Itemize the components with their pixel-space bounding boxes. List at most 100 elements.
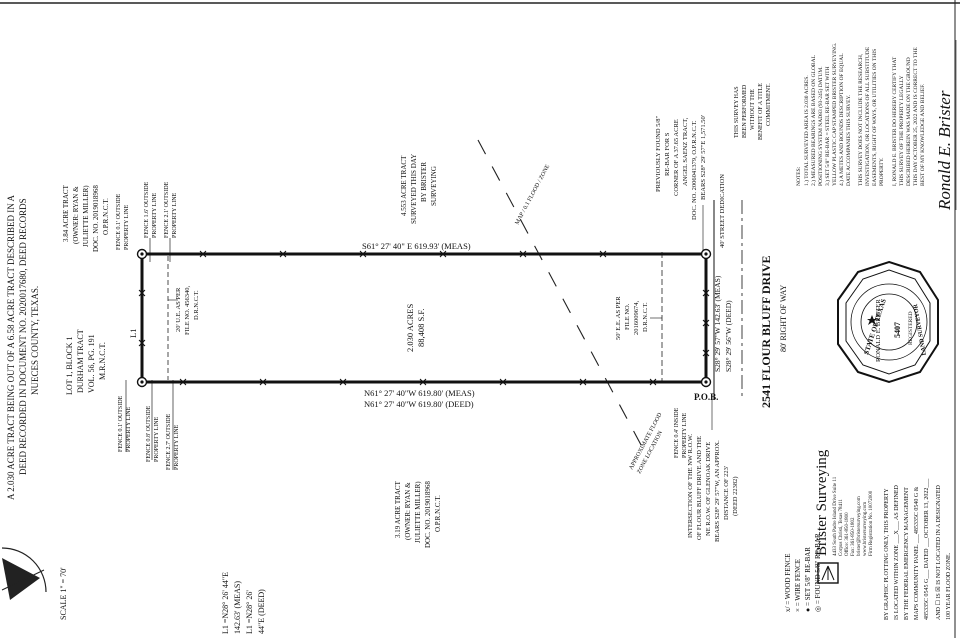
svg-text:DOC. NO. 2019018968: DOC. NO. 2019018968 bbox=[92, 185, 100, 252]
svg-text:DOC. NO. 2006041379, O.P.R.N.C: DOC. NO. 2006041379, O.P.R.N.C.T. bbox=[691, 120, 698, 220]
svg-text:20' U.E. AS PER: 20' U.E. AS PER bbox=[175, 287, 182, 332]
pob-label: P.O.B. bbox=[694, 392, 718, 402]
legend-wood-fence: x/ = WOOD FENCE bbox=[784, 554, 792, 612]
bearing-bottom-deed: N61° 27' 40"W 619.80' (DEED) bbox=[364, 399, 474, 409]
svg-text:(OWNER: RYAN &: (OWNER: RYAN & bbox=[72, 186, 80, 244]
svg-text:BY GRAPHIC PLOTTING ONLY, THIS: BY GRAPHIC PLOTTING ONLY, THIS PROPERTY bbox=[884, 488, 890, 620]
north-tract-label: 3.84 ACRE TRACT (OWNER: RYAN & JULIETTE … bbox=[62, 184, 110, 252]
svg-text:PROPERTY LINE: PROPERTY LINE bbox=[154, 416, 160, 462]
svg-text:PROPERTY LINE: PROPERTY LINE bbox=[174, 424, 180, 470]
map-ref-label: MAP / 0.1 FLOOD / ZONE bbox=[514, 164, 551, 226]
line-table-deed-2: 44"E (DEED) bbox=[257, 589, 266, 634]
surveyor-seal-icon bbox=[837, 260, 939, 384]
svg-text:1.) TOTAL SURVEYED AREA IS 2.0: 1.) TOTAL SURVEYED AREA IS 2.030 ACRES. bbox=[803, 75, 810, 186]
seal-number: 5407 bbox=[893, 322, 902, 338]
svg-text:MAPS COMMUNITY PANEL ___485335: MAPS COMMUNITY PANEL ___485335C 0540 G & bbox=[914, 486, 920, 620]
street-name: 2541 FLOUR BLUFF DRIVE bbox=[759, 255, 773, 408]
svg-text:POSITIONING SYSTEM NAD83 (93-2: POSITIONING SYSTEM NAD83 (93-245) DATUM. bbox=[817, 66, 824, 186]
svg-text:FILE NO.: FILE NO. bbox=[624, 303, 631, 330]
line-table-meas-1: L1 =N28° 26' 44"E bbox=[221, 572, 230, 634]
scale-label: SCALE 1" = 70' bbox=[59, 567, 68, 620]
svg-text:JULIETTE MILLER): JULIETTE MILLER) bbox=[82, 185, 90, 247]
electric-easement-label: 50' E.E. AS PER FILE NO. 2016009674, D.R… bbox=[615, 296, 649, 340]
svg-text:D.R.N.C.T.: D.R.N.C.T. bbox=[193, 290, 200, 320]
seal-registered: REGISTERED bbox=[908, 311, 914, 345]
wire-fence-marks bbox=[138, 250, 710, 386]
svg-text:THIS SURVEY OF THE PROPERTY LE: THIS SURVEY OF THE PROPERTY LEGALLY bbox=[899, 76, 905, 186]
svg-text:brister@bristersurveying.com: brister@bristersurveying.com bbox=[857, 496, 862, 556]
svg-text:PROPERTY.: PROPERTY. bbox=[879, 157, 885, 186]
svg-text:OF FLOUR BLUFF DRIVE AND THE: OF FLOUR BLUFF DRIVE AND THE bbox=[696, 436, 703, 540]
svg-text:PROPERTY LINE: PROPERTY LINE bbox=[124, 204, 130, 250]
svg-text:SURVEYED THIS DAY: SURVEYED THIS DAY bbox=[410, 154, 418, 224]
svg-text:2.) MEASURED BEARINGS ARE BASE: 2.) MEASURED BEARINGS ARE BASED ON GLOBA… bbox=[810, 54, 817, 186]
svg-text:PROPERTY LINE: PROPERTY LINE bbox=[172, 192, 178, 238]
svg-text:EASEMENTS, RIGHT OF WAYS, OR U: EASEMENTS, RIGHT OF WAYS, OR UTILITIES O… bbox=[872, 49, 878, 186]
flood-certification: BY GRAPHIC PLOTTING ONLY, THIS PROPERTY … bbox=[884, 478, 952, 620]
area-sqft: 88,408 S.F. bbox=[416, 308, 426, 347]
svg-text:BY THE FEDERAL EMERGENCY MANAG: BY THE FEDERAL EMERGENCY MANAGEMENT bbox=[904, 487, 910, 620]
fence-lines bbox=[125, 238, 174, 470]
svg-text:BEEN PERFORMED: BEEN PERFORMED bbox=[742, 84, 748, 138]
svg-text:FENCE 0.1' OUTSIDE: FENCE 0.1' OUTSIDE bbox=[116, 193, 122, 250]
svg-text:JULIETTE MILLER): JULIETTE MILLER) bbox=[414, 481, 422, 543]
line-table: L1 =N28° 26' 44"E 142.63' (MEAS) L1 =N28… bbox=[221, 572, 266, 634]
svg-text:BEST OF MY KNOWLEDGE AND BELIE: BEST OF MY KNOWLEDGE AND BELIEF. bbox=[920, 83, 926, 186]
svg-text:D.R.N.C.T.: D.R.N.C.T. bbox=[642, 302, 649, 332]
company-contact: 4433 South Padre Island Drive Suite 11 C… bbox=[833, 476, 874, 556]
svg-text:NE R.O.W. OF GLENOAK DRIVE: NE R.O.W. OF GLENOAK DRIVE bbox=[705, 442, 712, 536]
legend: x/ = WOOD FENCE × = WIRE FENCE ● = SET 5… bbox=[784, 533, 822, 612]
flood-zone-label: APPROXIMATE FLOOD ZONE LOCATION bbox=[628, 411, 664, 474]
svg-text:FENCE 0.1' OUTSIDE: FENCE 0.1' OUTSIDE bbox=[118, 395, 124, 452]
svg-text:(DEED 22382): (DEED 22382) bbox=[732, 476, 739, 516]
surveyor-signature: Ronald E. Brister bbox=[935, 90, 954, 211]
title-line-3: NUECES COUNTY, TEXAS. bbox=[30, 286, 40, 395]
svg-text:FENCE 1.6' OUTSIDE: FENCE 1.6' OUTSIDE bbox=[144, 181, 150, 238]
svg-text:4.) A METES AND BOUNDS DESCRIP: 4.) A METES AND BOUNDS DESCRIPTION OF EQ… bbox=[838, 53, 845, 186]
title-block: A 2.030 ACRE TRACT BEING OUT OF A 6.58 A… bbox=[6, 195, 40, 500]
svg-text:INVESTIGATION, OR LOCATIONS OF: INVESTIGATION, OR LOCATIONS OF ALL SUBST… bbox=[865, 46, 871, 186]
svg-text:O.P.R.N.C.T.: O.P.R.N.C.T. bbox=[102, 198, 110, 235]
svg-text:CORNER OF A 37.65 ACRE: CORNER OF A 37.65 ACRE bbox=[673, 119, 680, 196]
svg-text:PROPERTY LINE: PROPERTY LINE bbox=[126, 406, 132, 452]
svg-text:VOL. 56, PG. 191: VOL. 56, PG. 191 bbox=[87, 334, 96, 393]
svg-text:THIS DAY OCTOBER 25, 2022 AN: THIS DAY OCTOBER 25, 2022 AND IS CORRECT… bbox=[913, 47, 919, 186]
svg-text:INTERSECTION OF THE NW R.O.W.: INTERSECTION OF THE NW R.O.W. bbox=[687, 434, 694, 538]
svg-text:M.R.N.C.T.: M.R.N.C.T. bbox=[98, 342, 107, 380]
survey-notes: NOTES: 1.) TOTAL SURVEYED AREA IS 2.030 … bbox=[796, 42, 926, 186]
svg-text:DURHAM TRACT: DURHAM TRACT bbox=[76, 329, 85, 393]
found-rebar-note: PREVIOUSLY FOUND 5/8" RE-BAR FOR S CORNE… bbox=[655, 115, 707, 220]
svg-text:THIS SURVEY HAS: THIS SURVEY HAS bbox=[734, 86, 740, 138]
svg-text:Firm Registration No. 10072000: Firm Registration No. 10072000 bbox=[869, 490, 874, 556]
north-arrow-icon bbox=[1, 547, 47, 600]
svg-text:FENCE 2.7' OUTSIDE: FENCE 2.7' OUTSIDE bbox=[166, 413, 172, 470]
svg-text:Fax: 361-850-1802: Fax: 361-850-1802 bbox=[851, 517, 856, 556]
svg-text:I, RONALD E. BRISTER DO HEREBY: I, RONALD E. BRISTER DO HEREBY CERTIFY T… bbox=[892, 56, 898, 186]
svg-text:Corpus Christi, Texas 78411: Corpus Christi, Texas 78411 bbox=[839, 499, 844, 556]
svg-text:FENCE 0.4' INSIDE: FENCE 0.4' INSIDE bbox=[674, 407, 680, 458]
legend-wire-fence: × = WIRE FENCE bbox=[794, 559, 802, 612]
svg-text:O.P.R.N.C.T.: O.P.R.N.C.T. bbox=[434, 495, 442, 532]
svg-text:3.84 ACRE TRACT: 3.84 ACRE TRACT bbox=[62, 184, 70, 242]
svg-text:50' E.E. AS PER: 50' E.E. AS PER bbox=[615, 296, 622, 340]
utility-easement-label: 20' U.E. AS PER FILE NO. 456340, D.R.N.C… bbox=[175, 286, 200, 335]
south-tract-label: 3.19 ACRE TRACT (OWNER: RYAN & JULIETTE … bbox=[394, 480, 442, 548]
svg-text:(OWNER: RYAN &: (OWNER: RYAN & bbox=[404, 482, 412, 540]
bearing-right-deed: S28° 29' 56"W (DEED) bbox=[724, 300, 733, 372]
adjacent-4553-tract-label: 4.553 ACRE TRACT SURVEYED THIS DAY BY BR… bbox=[400, 154, 438, 224]
svg-text:4433 South Padre Island Drive: 4433 South Padre Island Drive Suite 11 bbox=[833, 476, 838, 556]
title-commitment-note: THIS SURVEY HAS BEEN PERFORMED WITHOUT T… bbox=[734, 83, 772, 140]
svg-text:WITHOUT THE: WITHOUT THE bbox=[750, 89, 756, 130]
svg-text:2016009674,: 2016009674, bbox=[633, 301, 640, 336]
svg-text:IS LOCATED WITHIN ZONE ___X___: IS LOCATED WITHIN ZONE ___X___ AS DEFINE… bbox=[894, 484, 900, 620]
svg-text:PREVIOUSLY FOUND 5/8": PREVIOUSLY FOUND 5/8" bbox=[655, 115, 662, 192]
svg-text:PROPERTY LINE: PROPERTY LINE bbox=[682, 412, 688, 458]
svg-text:LOT 1, BLOCK 1: LOT 1, BLOCK 1 bbox=[65, 336, 74, 395]
svg-text:THIS SURVEY DOES NOT INCLUDE T: THIS SURVEY DOES NOT INCLUDE THE RESEARC… bbox=[858, 53, 864, 186]
svg-text:Office: 361-850-1800: Office: 361-850-1800 bbox=[845, 512, 850, 556]
svg-text:BY BRISTER: BY BRISTER bbox=[420, 162, 428, 202]
flood-zone-boundary-line bbox=[477, 139, 649, 459]
svg-text:3.19 ACRE TRACT: 3.19 ACRE TRACT bbox=[394, 480, 402, 538]
line-table-meas-2: 142.63' (MEAS) bbox=[233, 581, 242, 634]
